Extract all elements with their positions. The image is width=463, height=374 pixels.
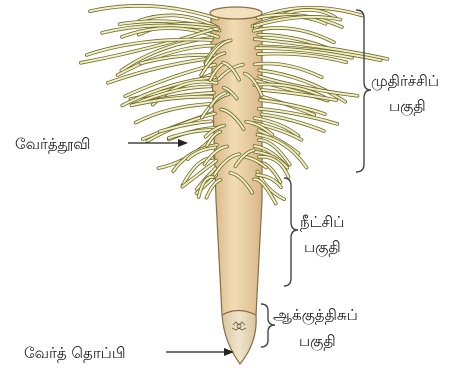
root-hair-strand — [158, 141, 210, 169]
elongation-zone-brace — [284, 178, 298, 286]
elongation-zone-label-line1: நீட்சிப் — [300, 213, 344, 231]
root-crown — [210, 7, 262, 19]
root-hair-arrowhead — [178, 139, 188, 147]
root-hair-label: வேர்த்தூவி — [15, 135, 90, 154]
root-cap — [222, 311, 256, 365]
maturation-zone-brace — [356, 10, 371, 172]
meristematic-zone-label-line2: பகுதி — [299, 332, 336, 351]
root-cap-label: வேர்த் தொப்பி — [24, 344, 126, 362]
elongation-zone-label-line2: பகுதி — [304, 238, 341, 257]
meristematic-zone-label-line1: ஆக்குத்திசுப் — [273, 306, 358, 325]
root-hair-strand-fill — [158, 141, 210, 169]
maturation-zone-label-line1: முதிர்ச்சிப் — [371, 72, 439, 90]
maturation-zone-label-line2: பகுதி — [389, 97, 426, 116]
